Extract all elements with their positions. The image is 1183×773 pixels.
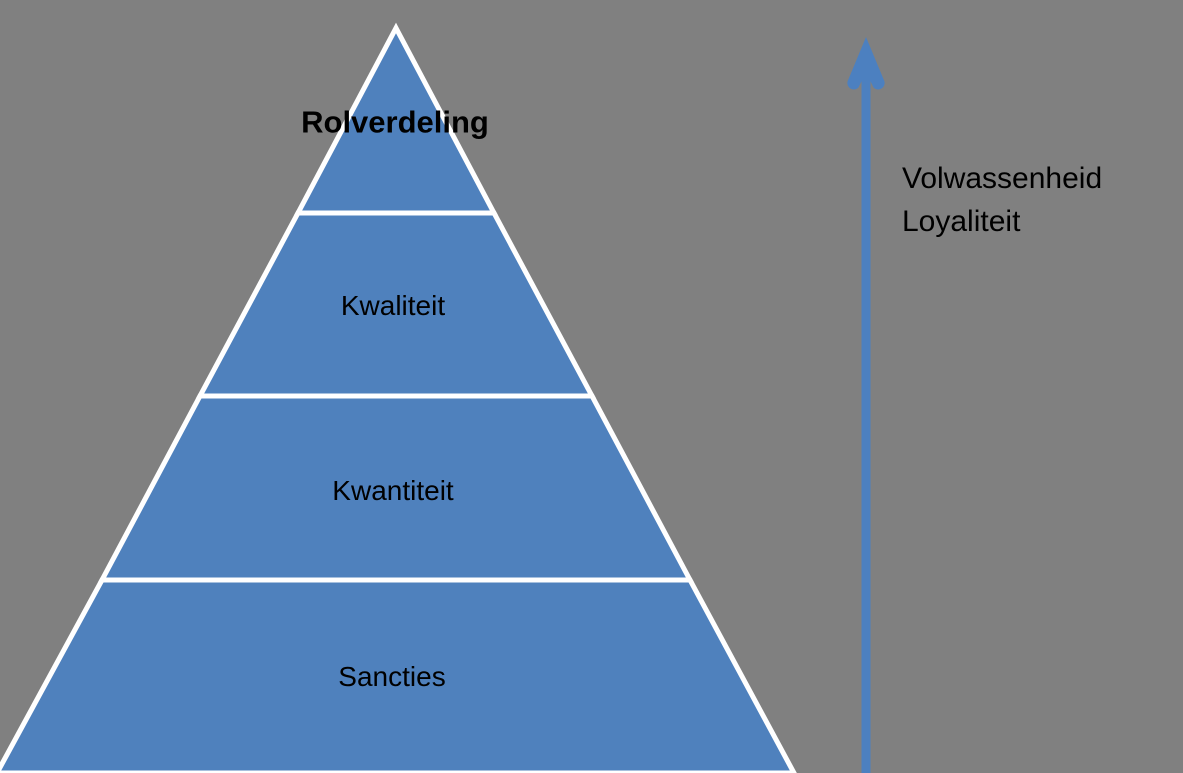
arrow-caption-line-2: Loyaliteit: [902, 204, 1021, 238]
arrow-caption-line-1: Volwassenheid: [902, 162, 1103, 195]
arrow-caption: Volwassenheid Loyaliteit: [902, 158, 1102, 243]
maturity-arrow[interactable]: [847, 37, 885, 773]
pyramid-tier-rolverdeling[interactable]: [293, 22, 499, 216]
pyramid-label-rolverdeling: Rolverdeling: [301, 104, 489, 140]
pyramid-label-sancties: Sancties: [338, 661, 446, 692]
pyramid-label-kwantiteit: Kwantiteit: [332, 475, 454, 506]
arrow-head-icon: [847, 37, 885, 90]
pyramid-label-kwaliteit: Kwaliteit: [340, 290, 446, 321]
arrow-shaft: [861, 62, 871, 773]
